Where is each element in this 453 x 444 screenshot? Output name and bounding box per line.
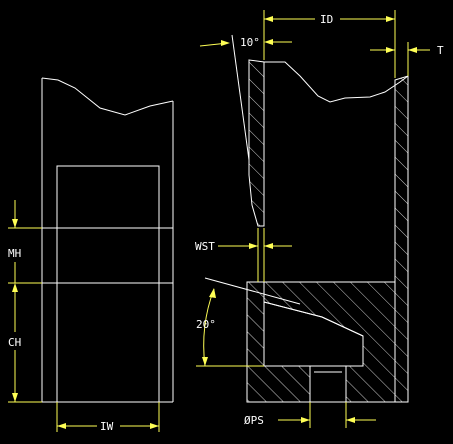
front-view-window bbox=[56, 165, 160, 403]
front-view-break-line bbox=[41, 77, 174, 116]
pocket-outline bbox=[263, 282, 364, 367]
taper-angle-dimension: 10° bbox=[199, 34, 292, 161]
ps-label: ØPS bbox=[244, 414, 264, 427]
t-label: T bbox=[437, 44, 444, 57]
id-dimension: ID bbox=[263, 10, 396, 78]
pocket-angle-dimension: 20° bbox=[196, 277, 301, 367]
section-view bbox=[246, 59, 409, 403]
t-dimension: T bbox=[370, 42, 444, 76]
base-hatch bbox=[246, 281, 396, 403]
wst-dimension: WST bbox=[195, 228, 292, 282]
ch-dimension: CH bbox=[8, 292, 42, 403]
taper-line bbox=[231, 34, 250, 161]
right-wall-hatch bbox=[394, 75, 409, 403]
mh-label: MH bbox=[8, 247, 21, 260]
angle-reference-line bbox=[204, 277, 301, 305]
iw-dimension: IW bbox=[56, 402, 160, 433]
port-outline bbox=[309, 365, 347, 403]
wst-label: WST bbox=[195, 240, 215, 253]
taper-angle-label: 10° bbox=[240, 36, 260, 49]
front-view bbox=[41, 77, 174, 403]
pocket-angle-label: 20° bbox=[196, 318, 216, 331]
ch-label: CH bbox=[8, 336, 21, 349]
section-break-line bbox=[264, 61, 409, 103]
id-label: ID bbox=[320, 13, 333, 26]
iw-label: IW bbox=[100, 420, 114, 433]
ps-dimension: ØPS bbox=[244, 402, 376, 428]
left-wall-hatch bbox=[248, 59, 265, 227]
mh-dimension: MH bbox=[8, 200, 42, 292]
